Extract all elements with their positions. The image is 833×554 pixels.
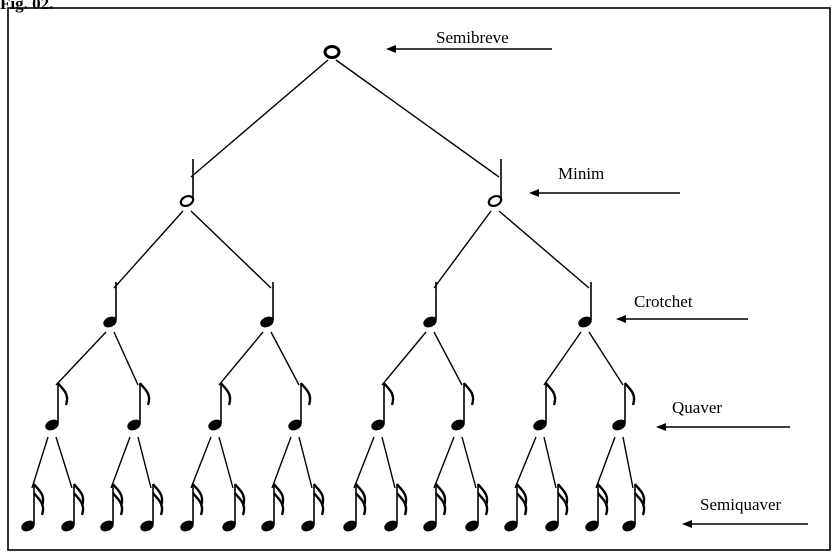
semiquaver-note-icon [140,483,164,532]
semiquaver-note-icon [423,483,447,532]
quaver-note-icon [612,382,636,431]
quaver-note-icon [127,382,151,431]
tree-branch [498,210,590,289]
semiquaver-note-icon [100,483,124,532]
semiquaver-label: Semiquaver [700,495,782,514]
diagram-frame [7,7,831,551]
crotchet-note-icon [578,282,592,328]
minim-note-icon [487,159,503,208]
semiquaver-note-icon [21,483,45,532]
semiquaver-note-icon [261,483,285,532]
minim-label: Minim [558,164,604,183]
tree-branch [381,436,396,489]
semiquaver-note-icon [465,483,489,532]
semiquaver-note-icon [222,483,246,532]
semiquaver-note-icon [545,483,569,532]
crotchet-note-icon [260,282,274,328]
minim-note-icon [179,159,195,208]
tree-branch [55,331,107,386]
semibreve-note-icon [323,45,341,59]
tree-branch [461,436,477,489]
level-arrows [386,45,808,528]
semiquaver-note-icon [622,483,646,532]
tree-branch [218,331,264,386]
semibreve-label: Semibreve [436,28,509,47]
tree-branch [218,436,234,489]
minim-arrow [529,189,680,197]
quaver-label: Quaver [672,398,722,417]
tree-branch [137,436,152,489]
semiquaver-note-icon [504,483,528,532]
quaver-note-icon [451,382,475,431]
tree-branch [271,436,292,489]
quaver-note-icon [45,382,69,431]
crotchet-arrow [616,315,748,323]
crotchet-note-icon [423,282,437,328]
tree-branch [190,210,272,289]
tree-branch [543,436,557,489]
tree-branch [353,436,375,489]
crotchet-note-icon [103,282,117,328]
figure-caption: Fig. 02. [0,0,54,13]
semiquaver-note-icon [384,483,408,532]
semiquaver-note-icon [180,483,204,532]
semiquaver-arrow [682,520,808,528]
semibreve-arrow [386,45,552,53]
semiquaver-note-icon [343,483,367,532]
quaver-note-icon [208,382,232,431]
tree-branch [514,436,537,489]
tree-branch [433,436,455,489]
quaver-note-icon [371,382,395,431]
tree-branch [190,436,212,489]
tree-branches [31,59,634,489]
semiquaver-note-icon [61,483,85,532]
tree-branch [55,436,73,489]
tree-branch [270,331,300,386]
tree-branch [110,436,131,489]
quaver-arrow [656,423,790,431]
tree-branch [433,331,463,386]
tree-branch [543,331,582,386]
tree-branch [381,331,427,386]
tree-branch [113,210,184,289]
semiquaver-note-icon [585,483,609,532]
tree-branch [595,436,616,489]
tree-branch [433,210,492,289]
tree-branch [622,436,634,489]
quaver-note-icon [533,382,557,431]
crotchet-label: Crotchet [634,292,693,311]
tree-branch [190,59,329,178]
tree-branch [31,436,49,489]
tree-branch [298,436,313,489]
tree-branch [335,59,500,178]
tree-branch [113,331,139,386]
tree-branch [588,331,624,386]
quaver-note-icon [288,382,312,431]
tree-notes [21,45,646,532]
semiquaver-note-icon [301,483,325,532]
